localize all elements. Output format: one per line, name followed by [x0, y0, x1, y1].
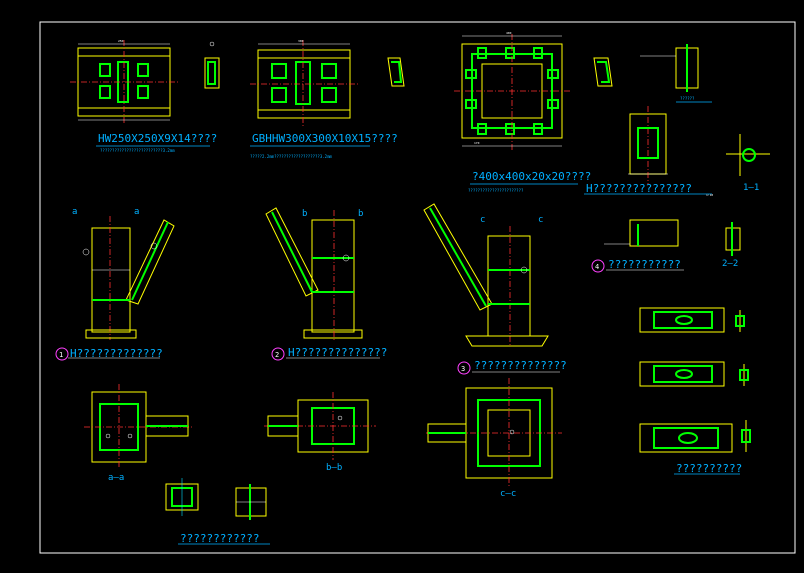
title-box: ?400x400x20x20???? — [472, 170, 591, 183]
cut-label-c-c: c—c — [500, 489, 516, 499]
cut-label-c: c — [538, 215, 543, 225]
detail-balloon — [55, 347, 69, 361]
title-detail4: ??????????? — [608, 258, 681, 271]
dim-label: 400 — [506, 31, 512, 35]
title-anchor: ???????????? — [180, 532, 259, 545]
plan-a-a: a—a — [84, 384, 194, 483]
detail-h-splice: ?????? 1—1 H??????????????? 1:10 — [584, 44, 770, 197]
dim-label: 170 — [474, 141, 480, 145]
title-beam-splice: ?????????? — [676, 462, 742, 475]
cut-label-a: a — [134, 207, 139, 217]
title-hw250: HW250X250X9X14???? — [98, 132, 217, 145]
note-box: ??????????????????????? — [468, 188, 524, 193]
plan-c-c: c—c — [426, 378, 562, 499]
dim-label: 250 — [118, 39, 124, 43]
detail-balloon — [271, 347, 285, 361]
sheet-border — [39, 21, 796, 554]
cut-label-b: b — [302, 209, 307, 219]
column-base-1: a a 1 H????????????? — [55, 207, 175, 361]
cut-label-b: b — [358, 209, 363, 219]
detail-balloon — [457, 361, 471, 375]
cut-label-b-b: b—b — [326, 463, 342, 473]
section-box: 400 170 ?400x400x20x20???? ?????????????… — [454, 31, 613, 193]
column-base-2: b b 2 H?????????????? — [265, 207, 387, 361]
cut-label-c: c — [480, 215, 485, 225]
cut-label-a: a — [72, 207, 77, 217]
balloon-number: 1 — [59, 351, 63, 359]
title-small-detail: ?????? — [680, 96, 695, 101]
note-hw250: ??????????????????????????3.2mm — [100, 148, 175, 153]
balloon-number: 4 — [595, 263, 599, 271]
cut-label-a-a: a—a — [108, 473, 124, 483]
section-gbhh: 300 GBHHW300X300X10X15???? ?????2.2mm???… — [250, 39, 405, 159]
title-base1: H????????????? — [70, 347, 163, 360]
cut-label-1-1: 1—1 — [743, 183, 759, 193]
anchor-detail: ???????????? — [165, 478, 270, 545]
section-hw250: 250 HW250X250X9X14???? ?????????????????… — [70, 39, 220, 153]
balloon-number: 3 — [461, 365, 465, 373]
title-detail-h: H??????????????? — [586, 182, 692, 195]
title-base3: ?????????????? — [474, 359, 567, 372]
plan-b-b: b—b — [264, 392, 376, 473]
title-base2: H?????????????? — [288, 346, 387, 359]
title-gbhh: GBHHW300X300X10X15???? — [252, 132, 398, 145]
scale-label: 1:10 — [706, 193, 713, 197]
dim-label: 300 — [298, 39, 304, 43]
note-gbhh: ?????2.2mm???????????????????3.2mm — [250, 154, 332, 159]
balloon-number: 2 — [275, 351, 279, 359]
detail-4: 2—2 4 ??????????? — [591, 219, 741, 273]
beam-splice-details: ?????????? — [639, 307, 751, 475]
detail-balloon — [591, 259, 605, 273]
cut-label-2-2: 2—2 — [722, 259, 738, 269]
column-base-3: c c 3 ?????????????? — [423, 203, 567, 375]
